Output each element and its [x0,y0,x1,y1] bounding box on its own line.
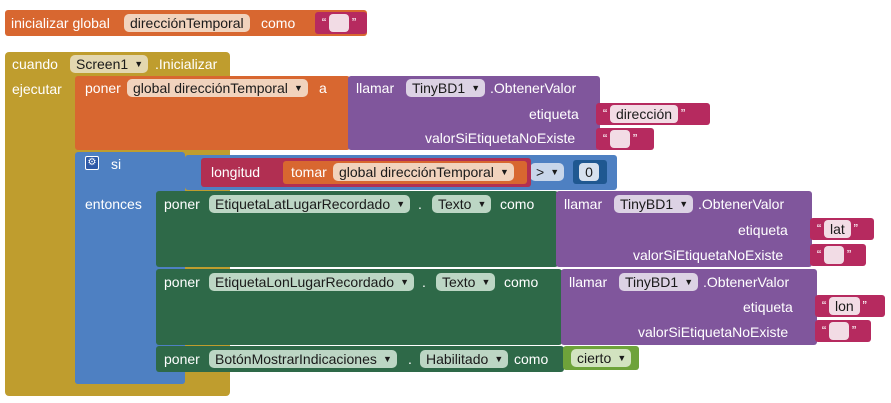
property-dropdown[interactable]: Texto▼ [436,273,496,291]
logic-boolean-block[interactable]: cierto▼ [563,346,639,370]
chevron-down-icon: ▼ [396,199,406,209]
number-block[interactable]: 0 [573,160,607,184]
default-string-block[interactable]: “” [810,244,866,266]
set-label: poner [164,196,200,212]
global-init-string-block[interactable]: “” [315,12,367,34]
get-label: tomar [291,164,327,180]
dot-label: . [418,196,422,212]
get-variable-block[interactable]: tomar global direcciónTemporal▼ [283,161,527,184]
to-label: como [500,196,535,212]
operator-dropdown[interactable]: >▼ [530,163,565,181]
tag-string-block[interactable]: “lon” [815,295,885,317]
set-label: poner [164,274,200,290]
chevron-down-icon: ▼ [400,277,410,287]
default-label: valorSiEtiquetaNoExiste [638,324,789,340]
tinydb-component-dropdown[interactable]: TinyBD1▼ [619,273,699,291]
set-button-enabled-block[interactable]: poner BotónMostrarIndicaciones▼ . Habili… [156,346,564,372]
if-then-block[interactable]: ⚙ si entonces [75,152,185,384]
default-label: valorSiEtiquetaNoExiste [425,130,576,146]
to-label: como [514,351,549,367]
tag-string-block[interactable]: “lat” [810,218,874,240]
default-string-block[interactable]: “” [815,320,871,342]
event-name-label: .Inicializar [155,56,218,72]
global-init-label: inicializar global [11,15,110,31]
string-value[interactable] [824,246,844,264]
component-dropdown[interactable]: BotónMostrarIndicaciones▼ [209,350,397,368]
property-dropdown[interactable]: Texto▼ [432,195,492,213]
string-value[interactable] [829,322,849,340]
tinydb-component-dropdown[interactable]: TinyBD1▼ [406,79,486,97]
call-label: llamar [569,274,608,290]
global-var-dropdown[interactable]: global direcciónTemporal▼ [127,79,308,97]
set-lat-label-text-block[interactable]: poner EtiquetaLatLugarRecordado▼ . Texto… [156,191,558,267]
tag-label: etiqueta [738,222,788,238]
global-as-label: como [261,15,296,31]
tinydb-getvalue-call-block[interactable]: llamar TinyBD1▼ .ObtenerValor etiqueta v… [348,76,600,150]
tinydb-getvalue-call-block[interactable]: llamar TinyBD1▼ .ObtenerValor etiqueta v… [561,269,817,345]
chevron-down-icon: ▼ [293,83,303,93]
do-label: ejecutar [12,81,62,97]
chevron-down-icon: ▼ [481,277,491,287]
dot-label: . [408,351,412,367]
screen-component-dropdown[interactable]: Screen1▼ [70,55,149,73]
to-label: como [504,274,539,290]
string-value[interactable] [610,130,630,148]
then-label: entonces [85,196,142,212]
to-label: a [319,80,327,96]
chevron-down-icon: ▼ [477,199,487,209]
tag-label: etiqueta [529,106,579,122]
string-value[interactable]: lat [824,220,851,238]
call-label: llamar [356,80,395,96]
tinydb-component-dropdown[interactable]: TinyBD1▼ [614,195,694,213]
chevron-down-icon: ▼ [617,353,627,363]
dot-label: . [422,274,426,290]
if-label: si [111,156,122,172]
get-var-dropdown[interactable]: global direcciónTemporal▼ [333,163,514,181]
chevron-down-icon: ▼ [382,354,392,364]
method-label: .ObtenerValor [703,274,790,290]
length-label: longitud [211,164,261,180]
chevron-down-icon: ▼ [494,354,504,364]
chevron-down-icon: ▼ [679,199,689,209]
string-value[interactable] [329,14,349,32]
chevron-down-icon: ▼ [471,83,481,93]
set-lon-label-text-block[interactable]: poner EtiquetaLonLugarRecordado▼ . Texto… [156,269,562,345]
call-label: llamar [564,196,603,212]
when-label: cuando [12,56,58,72]
chevron-down-icon: ▼ [134,59,144,69]
chevron-down-icon: ▼ [550,167,560,177]
set-label: poner [164,351,200,367]
tag-label: etiqueta [743,299,793,315]
global-init-block[interactable]: inicializar global direcciónTemporal com… [5,10,367,36]
chevron-down-icon: ▼ [499,167,509,177]
component-dropdown[interactable]: EtiquetaLonLugarRecordado▼ [209,273,415,291]
property-dropdown[interactable]: Habilitado▼ [420,350,509,368]
tinydb-getvalue-call-block[interactable]: llamar TinyBD1▼ .ObtenerValor etiqueta v… [556,191,812,267]
string-value[interactable]: lon [829,297,860,315]
set-label: poner [85,80,121,96]
component-dropdown[interactable]: EtiquetaLatLugarRecordado▼ [209,195,411,213]
string-value[interactable]: dirección [610,105,679,123]
default-label: valorSiEtiquetaNoExiste [633,247,784,263]
method-label: .ObtenerValor [490,80,577,96]
global-var-name-field[interactable]: direcciónTemporal [124,14,250,32]
set-global-block[interactable]: poner global direcciónTemporal▼ a [75,76,350,150]
text-length-block[interactable]: longitud tomar global direcciónTemporal▼ [201,158,531,187]
if-block-footer [75,372,185,384]
chevron-down-icon: ▼ [684,277,694,287]
gear-icon[interactable]: ⚙ [85,156,99,170]
boolean-dropdown[interactable]: cierto▼ [571,349,632,367]
default-string-block[interactable]: “” [596,128,654,150]
method-label: .ObtenerValor [698,196,785,212]
tag-string-block[interactable]: “dirección” [596,103,710,125]
